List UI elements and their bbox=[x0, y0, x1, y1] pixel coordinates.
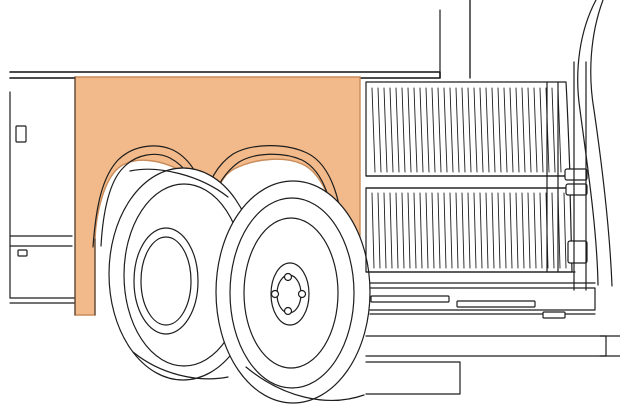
grille-slat bbox=[401, 87, 406, 173]
grille-slat bbox=[521, 87, 526, 173]
grille-slat bbox=[503, 87, 508, 173]
grille-slat bbox=[461, 192, 465, 269]
grille-slat bbox=[533, 87, 538, 173]
grille-slat bbox=[551, 87, 556, 173]
grille-slat bbox=[425, 87, 430, 173]
grille-slat bbox=[395, 192, 399, 269]
cab-details bbox=[546, 61, 588, 291]
grille-slat bbox=[413, 192, 417, 269]
grille-slat bbox=[395, 87, 400, 173]
grille bbox=[365, 81, 576, 273]
grille-slat bbox=[413, 87, 418, 173]
grille-slat bbox=[479, 87, 484, 173]
grille-slat bbox=[443, 87, 448, 173]
grille-slat bbox=[509, 192, 513, 269]
grille-slat bbox=[563, 192, 567, 269]
grille-slat bbox=[485, 192, 489, 269]
grille-slat bbox=[497, 192, 501, 269]
grille-slat bbox=[431, 87, 436, 173]
grille-slat bbox=[539, 192, 543, 269]
grille-slat bbox=[431, 192, 435, 269]
grille-slat bbox=[527, 192, 531, 269]
grille-slat bbox=[497, 87, 502, 173]
grille-slat bbox=[521, 192, 525, 269]
grille-slat bbox=[449, 192, 453, 269]
grille-slat bbox=[455, 192, 459, 269]
grille-slat bbox=[515, 192, 519, 269]
front-wheel bbox=[215, 180, 371, 404]
grille-bars-top bbox=[371, 87, 562, 173]
grille-slat bbox=[473, 87, 478, 173]
grille-slat bbox=[389, 192, 393, 269]
grille-slat bbox=[491, 87, 496, 173]
grille-slat bbox=[371, 192, 375, 269]
side-marker bbox=[15, 125, 28, 257]
grille-slat bbox=[479, 192, 483, 269]
grille-slat bbox=[473, 192, 477, 269]
grille-bars-bottom bbox=[371, 192, 567, 269]
grille-slat bbox=[437, 192, 441, 269]
grille-slat bbox=[371, 87, 376, 173]
grille-slat bbox=[389, 87, 394, 173]
grille-slat bbox=[491, 192, 495, 269]
grille-slat bbox=[551, 192, 555, 269]
grille-slat bbox=[407, 192, 411, 269]
grille-slat bbox=[539, 87, 544, 173]
grille-slat bbox=[449, 87, 454, 173]
grille-slat bbox=[419, 192, 423, 269]
grille-slat bbox=[443, 192, 447, 269]
grille-slat bbox=[503, 192, 507, 269]
grille-slat bbox=[401, 192, 405, 269]
grille-slat bbox=[515, 87, 520, 173]
grille-slat bbox=[527, 87, 532, 173]
lower-skirt bbox=[365, 282, 620, 395]
grille-slat bbox=[485, 87, 490, 173]
grille-slat bbox=[533, 192, 537, 269]
grille-slat bbox=[437, 87, 442, 173]
grille-slat bbox=[419, 87, 424, 173]
grille-slat bbox=[467, 192, 471, 269]
grille-slat bbox=[461, 87, 466, 173]
grille-slat bbox=[383, 87, 388, 173]
grille-slat bbox=[509, 87, 514, 173]
grille-slat bbox=[425, 192, 429, 269]
grille-slat bbox=[383, 192, 387, 269]
grille-slat bbox=[377, 192, 381, 269]
grille-slat bbox=[377, 87, 382, 173]
grille-slat bbox=[407, 87, 412, 173]
grille-slat bbox=[455, 87, 460, 173]
grille-slat bbox=[467, 87, 472, 173]
